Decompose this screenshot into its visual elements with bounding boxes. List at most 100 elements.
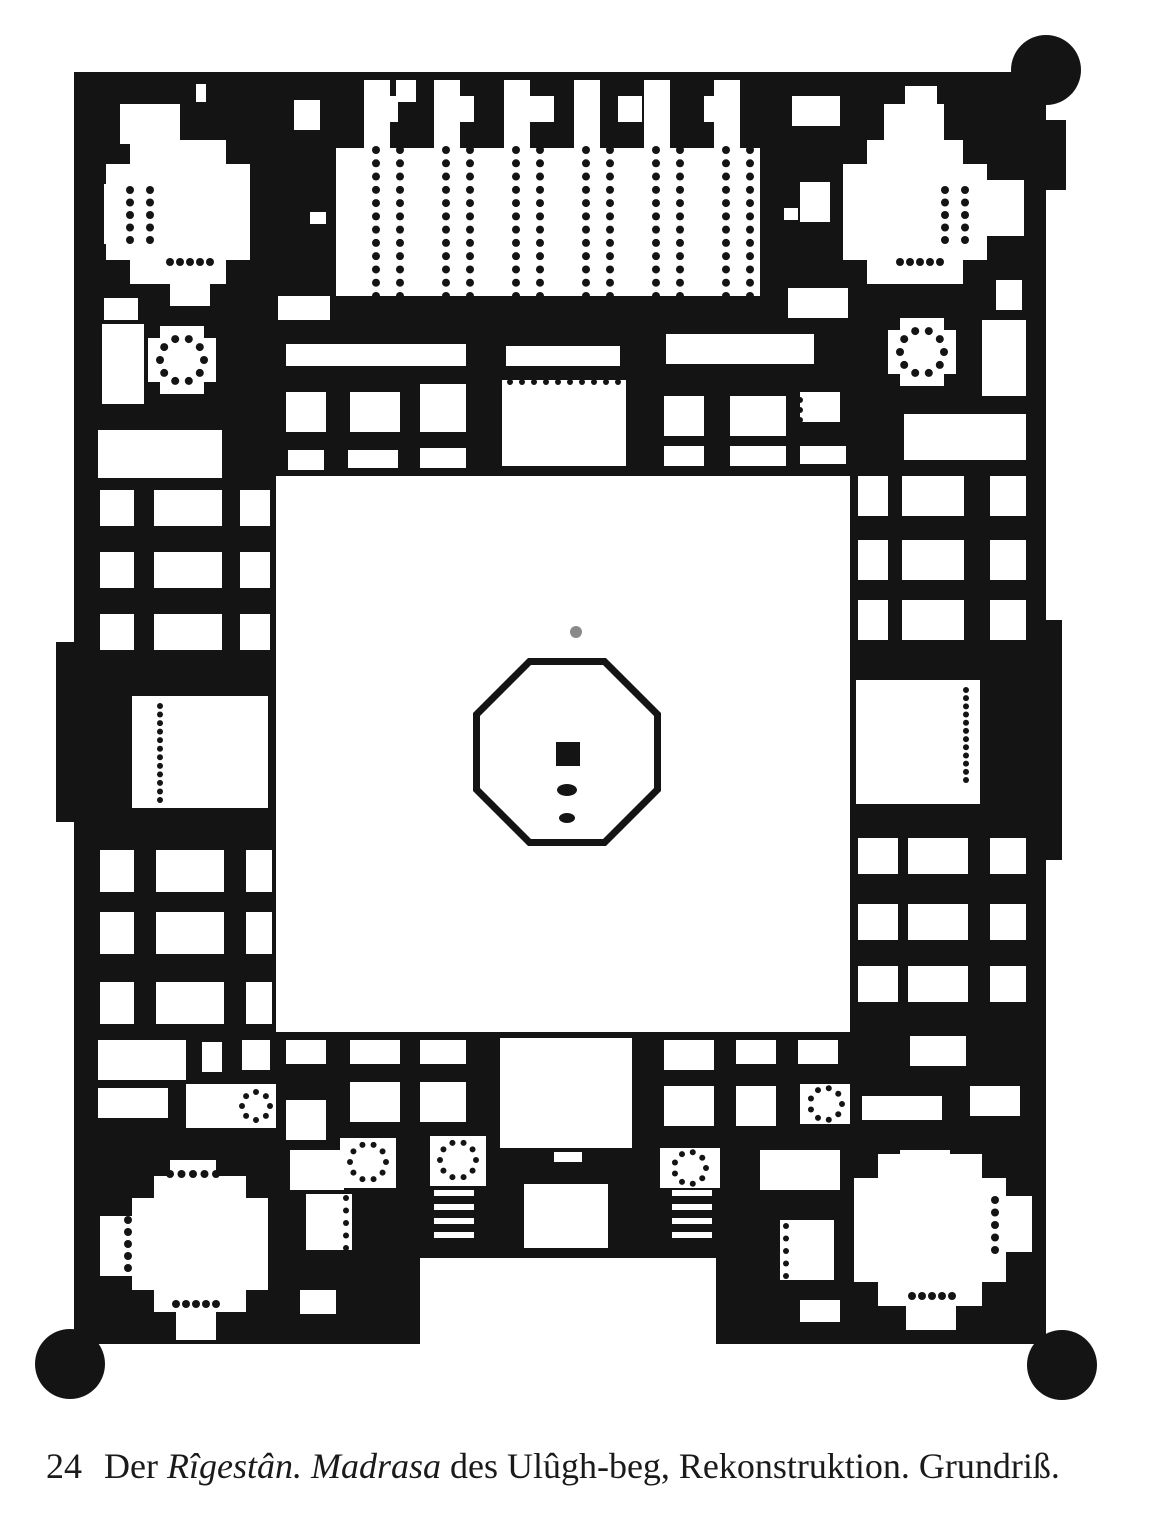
corner-tower-bottom-right [1027,1330,1097,1400]
column-dot [396,199,404,208]
column-dot [396,185,404,194]
column-dot [512,159,520,168]
column-dot [466,225,474,234]
column-dot [396,238,404,247]
small-room [310,212,326,224]
column-dot [652,199,660,208]
lecture-hall-north [502,380,626,466]
column-dot [582,172,590,181]
octagonal-basin [473,658,661,846]
dome-pier-dot [379,1148,386,1155]
column-dot [606,146,614,154]
column-dot [652,159,660,168]
column-dot [746,225,754,234]
column-dot [124,1216,132,1224]
dome-pier-dot [440,1146,447,1153]
column-dot [126,223,134,232]
cell [736,1040,776,1064]
column-dot [606,225,614,234]
column-dot [466,238,474,247]
dome-pier-dot [171,335,180,344]
dome-pier-dot [671,1159,678,1166]
column-dot [606,265,614,274]
speck [570,626,582,638]
dome-pier-dot [184,376,193,385]
dome-pier-dot [911,368,920,377]
dome-pier-dot [469,1167,476,1174]
dome-pier-dot [359,1176,366,1183]
dome-pier-dot [440,1167,447,1174]
column-dot [991,1246,999,1254]
column-dot [606,185,614,194]
dome-pier-dot [940,348,948,356]
column-dot [343,1195,349,1201]
column-dot [402,296,411,304]
cell [982,320,1026,396]
column-dot [722,199,730,208]
entrance-portal [420,1258,716,1344]
student-cell [902,476,964,516]
dome-pier-dot [160,343,169,352]
column-dot [566,296,574,304]
cell [348,450,398,468]
basin-mark [559,813,575,823]
column-dot [343,1207,349,1214]
cell [290,1150,344,1190]
dome-pier-dot [449,1139,456,1146]
column-dot [640,296,649,304]
column-dot [582,252,590,261]
column-dot [582,185,590,194]
column-dot [196,258,204,266]
column-dot [442,199,450,208]
cell [798,1040,838,1064]
small-room [792,96,840,126]
dome-pier-dot [195,368,204,377]
student-cell [858,838,898,874]
dome-pier-dot [160,368,169,377]
column-dot [722,146,730,154]
column-dot [442,292,450,300]
column-dot [963,768,969,775]
column-dot [896,258,904,266]
dome-pier-dot [671,1170,678,1177]
column-dot [146,223,154,232]
dome-pier-dot [679,1151,685,1158]
column-dot [926,258,934,266]
student-cell [908,966,968,1002]
column-dot [372,278,380,287]
column-dot [442,159,450,168]
column-dot [124,1228,132,1236]
column-dot [124,1264,132,1272]
column-dot [941,223,949,232]
student-cell [246,850,272,892]
column-dot [722,296,731,304]
column-dot [512,238,520,247]
column-dot [343,1245,349,1251]
cell [730,446,786,466]
corridor [666,334,814,364]
column-dot [466,265,474,274]
entrance-vestibule [524,1184,608,1248]
column-dot [466,172,474,181]
student-cell [154,614,222,650]
cell [664,1040,714,1070]
side-niche [884,104,944,144]
column-dot [146,236,154,244]
column-dot [372,146,380,154]
column-dot [961,198,969,207]
column-dot [536,265,544,274]
column-dot [722,238,730,247]
column-dot [536,172,544,181]
mihrab-niche [704,96,728,122]
small-room [294,100,320,130]
column-dot [536,199,544,208]
cell [420,1040,466,1064]
small-room [396,80,416,102]
student-cell [990,838,1026,874]
column-dot [126,236,134,244]
column-dot [650,296,658,304]
small-room [278,296,330,320]
column-dot [582,292,590,300]
cell [862,1096,942,1120]
column-dot [722,278,730,287]
